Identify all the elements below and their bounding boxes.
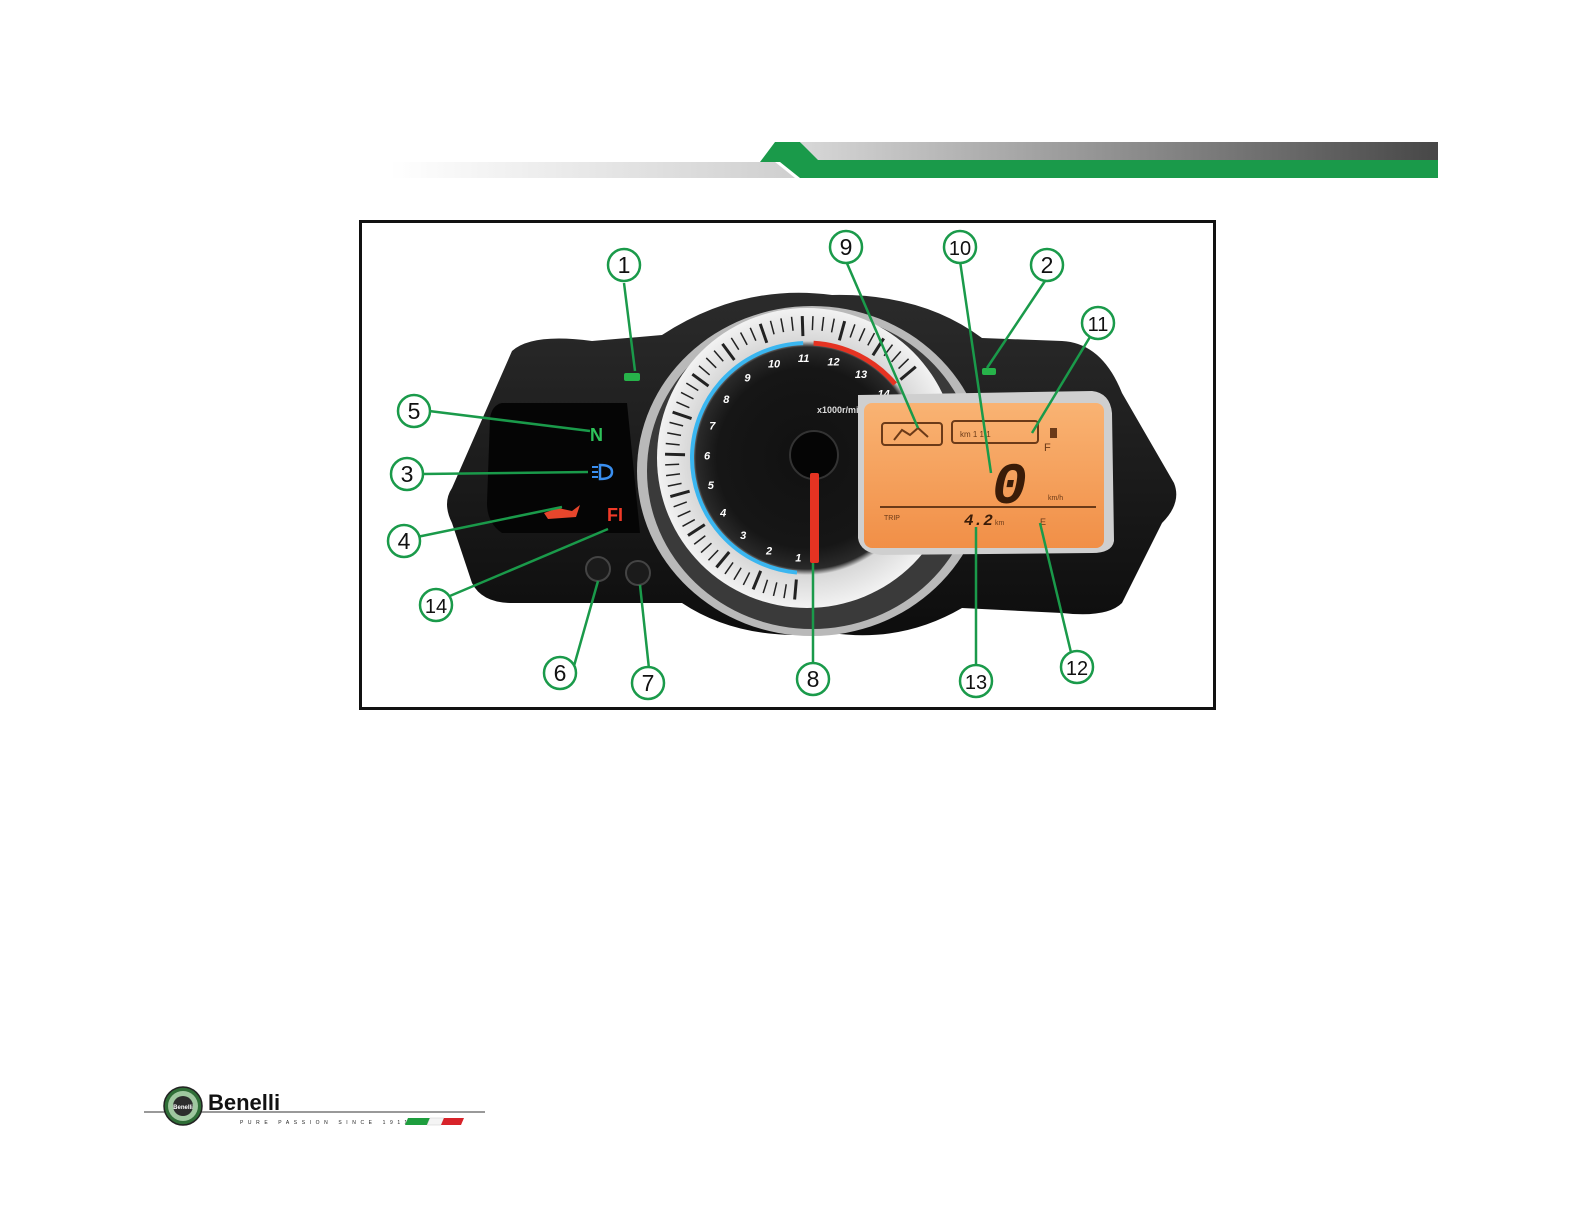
lcd-trip-value: 4.2	[964, 512, 993, 530]
tach-number: 12	[827, 357, 839, 369]
callout-label: 5	[408, 398, 421, 424]
instrument-cluster-figure: 1234567891011121314 x1000r/min km 1 1 1 …	[359, 220, 1216, 710]
logo-tagline: PURE PASSION SINCE 1911	[240, 1120, 412, 1126]
tach-number: 2	[765, 546, 772, 558]
header-right-bar	[800, 142, 1438, 160]
lcd-fuel-full: F	[1044, 442, 1051, 454]
callout-label: 12	[1066, 658, 1088, 680]
callout-label: 6	[554, 660, 567, 686]
tach-number: 10	[768, 359, 781, 371]
lcd-fuel-icon	[1050, 428, 1057, 438]
callout-label: 14	[425, 596, 447, 618]
benelli-logo: Benelli Benelli PURE PASSION SINCE 1911	[140, 1080, 500, 1140]
tach-number: 6	[704, 450, 711, 462]
callout-label: 4	[398, 528, 411, 554]
lcd-speed-unit: km/h	[1048, 495, 1063, 502]
tach-number: 3	[740, 530, 746, 542]
turn-signal-left-lamp	[624, 373, 640, 381]
callout-label: 7	[642, 670, 655, 696]
fi-lamp: FI	[607, 505, 623, 525]
tach-tick	[665, 464, 679, 465]
tach-tick	[812, 316, 813, 330]
tach-tick	[665, 454, 685, 455]
lcd-trip-label: TRIP	[884, 515, 900, 522]
tach-unit-label: x1000r/min	[817, 405, 864, 415]
callout-label: 8	[807, 666, 820, 692]
lcd-trip-unit: km	[995, 520, 1005, 527]
tach-needle	[810, 473, 819, 563]
tach-number: 4	[719, 508, 726, 520]
tach-number: 11	[798, 353, 809, 365]
needle-hub	[790, 431, 838, 479]
mode-button-right	[626, 561, 650, 585]
logo-flag-green	[405, 1118, 430, 1125]
mode-button-left	[586, 557, 610, 581]
tach-number: 9	[744, 373, 751, 385]
logo-badge-text: Benelli	[173, 1105, 193, 1111]
turn-signal-right-lamp	[982, 368, 996, 375]
lcd-speed: 0	[992, 456, 1027, 521]
header-band	[0, 0, 1585, 200]
callout-label: 1	[618, 252, 631, 278]
logo-flag-red	[441, 1118, 464, 1125]
callout-label: 2	[1041, 252, 1054, 278]
callout-label: 9	[840, 234, 853, 260]
callout-label: 3	[401, 461, 414, 487]
tach-number: 8	[723, 394, 730, 406]
callout-label: 13	[965, 672, 987, 694]
tach-number: 1	[795, 553, 801, 565]
callout-label: 11	[1088, 314, 1109, 336]
tach-number: 13	[855, 369, 867, 381]
logo-wordmark: Benelli	[208, 1090, 280, 1115]
tach-number: 5	[708, 480, 715, 492]
logo-flag-white	[427, 1118, 444, 1125]
header-left-bar	[390, 162, 795, 178]
tach-number: 7	[709, 421, 716, 433]
callout-label: 10	[949, 238, 971, 260]
tach-tick	[802, 316, 803, 336]
neutral-lamp: N	[590, 425, 603, 445]
tach-tick	[795, 580, 797, 600]
